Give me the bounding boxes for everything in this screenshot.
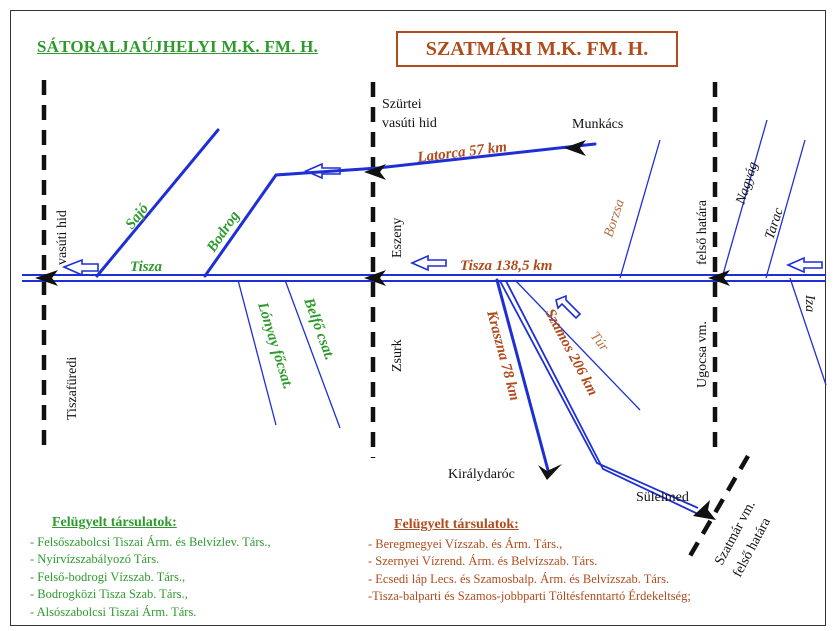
diagram-frame (10, 10, 826, 626)
label-szurtei-1: Szürtei (382, 97, 422, 112)
label-iza: Iza (802, 294, 817, 312)
label-belfo: Belfő csat. (300, 295, 338, 362)
label-borzsa: Borzsa (602, 198, 628, 240)
left-company-list: Felügyelt társulatok: - Felsőszabolcsi T… (30, 514, 271, 621)
label-latorca: Latorca 57 km (416, 139, 508, 166)
flow-arrow-tisza-mid (410, 254, 447, 272)
flow-arrow-szamos (555, 294, 582, 320)
label-vasuti-hid-left: vasúti hid (55, 210, 70, 265)
marker-zsurk (364, 270, 386, 286)
label-tisza-left: Tisza (130, 259, 162, 275)
label-kiralydaroc: Királydaróc (448, 467, 515, 482)
right-company-list: Felügyelt társulatok: - Beregmegyei Vízs… (368, 516, 691, 606)
river-szamos-line-a (499, 280, 699, 509)
label-tisza-right: Tisza 138,5 km (460, 258, 552, 274)
left-list-item: - Felsőszabolcsi Tiszai Árm. és Belvízle… (30, 534, 271, 549)
river-lonyay-line (237, 279, 277, 426)
river-belfo-line (284, 279, 341, 429)
river-bodrog-line (203, 142, 597, 278)
marker-tiszafured (35, 270, 58, 286)
flow-arrow-tisza-left (61, 258, 99, 277)
label-eszeny: Eszeny (390, 218, 405, 258)
label-tiszafured: Tiszafüredi (65, 357, 80, 420)
left-list-item: - Alsószabolcsi Tiszai Árm. Társ. (30, 604, 197, 619)
label-zsurk: Zsurk (390, 339, 405, 372)
right-list-item: - Ecsedi láp Lecs. és Szamosbalp. Árm. é… (368, 571, 670, 586)
marker-eszeny (364, 164, 386, 180)
label-felso-hatara: felső határa (695, 199, 710, 265)
label-tarac: Tarac (763, 205, 787, 241)
marker-ugocsa (708, 270, 730, 286)
right-list-heading: Felügyelt társulatok: (394, 517, 519, 532)
river-tur-line (514, 279, 641, 411)
label-nagyag: Nagyág (733, 160, 761, 207)
river-kraszna-line (495, 278, 551, 476)
marker-sulelmed (693, 500, 716, 520)
left-list-item: - Felső-bodrogi Vízszab. Társ., (30, 569, 186, 584)
label-ugocsa: Ugocsa vm. (695, 321, 710, 388)
river-nagyag-line (721, 119, 768, 279)
marker-munkacs (564, 140, 586, 156)
label-szamos: Szamos 206 km (541, 306, 600, 398)
river-sajo-line (95, 128, 220, 278)
marker-kiralydaroc (538, 464, 562, 480)
boundary-szatmar (688, 454, 750, 558)
label-sulelmed: Sülelmed (636, 490, 689, 505)
river-szamos-line-b (505, 280, 699, 515)
flow-arrow-latorca (304, 162, 341, 180)
label-szurtei-2: vasúti hid (382, 116, 437, 131)
river-tarac-line (765, 139, 806, 279)
left-list-item: - Nyírvízszabályozó Társ. (30, 552, 160, 566)
right-list-item: - Szernyei Vízrend. Árm. és Belvízszab. … (368, 554, 598, 568)
left-list-heading: Felügyelt társulatok: (52, 515, 177, 530)
flow-arrow-tisza-right (786, 256, 823, 274)
label-munkacs: Munkács (572, 117, 623, 132)
river-borzsa-line (619, 139, 661, 279)
right-list-item: -Tisza-balparti és Szamos-jobbparti Tölt… (368, 589, 691, 603)
label-lonyay: Lónyay főcsat. (254, 300, 296, 392)
title-satoraljaujhely: SÁTORALJAÚJHELYI M.K. FM. H. (37, 37, 318, 56)
label-tur: Túr (587, 329, 612, 355)
left-list-item: - Bodrogközi Tisza Szab. Társ., (30, 587, 188, 601)
river-iza-line (789, 277, 827, 386)
right-list-item: - Beregmegyei Vízszab. és Árm. Társ., (368, 536, 563, 551)
title-szatmar: SZATMÁRI M.K. FM. H. (396, 31, 678, 67)
